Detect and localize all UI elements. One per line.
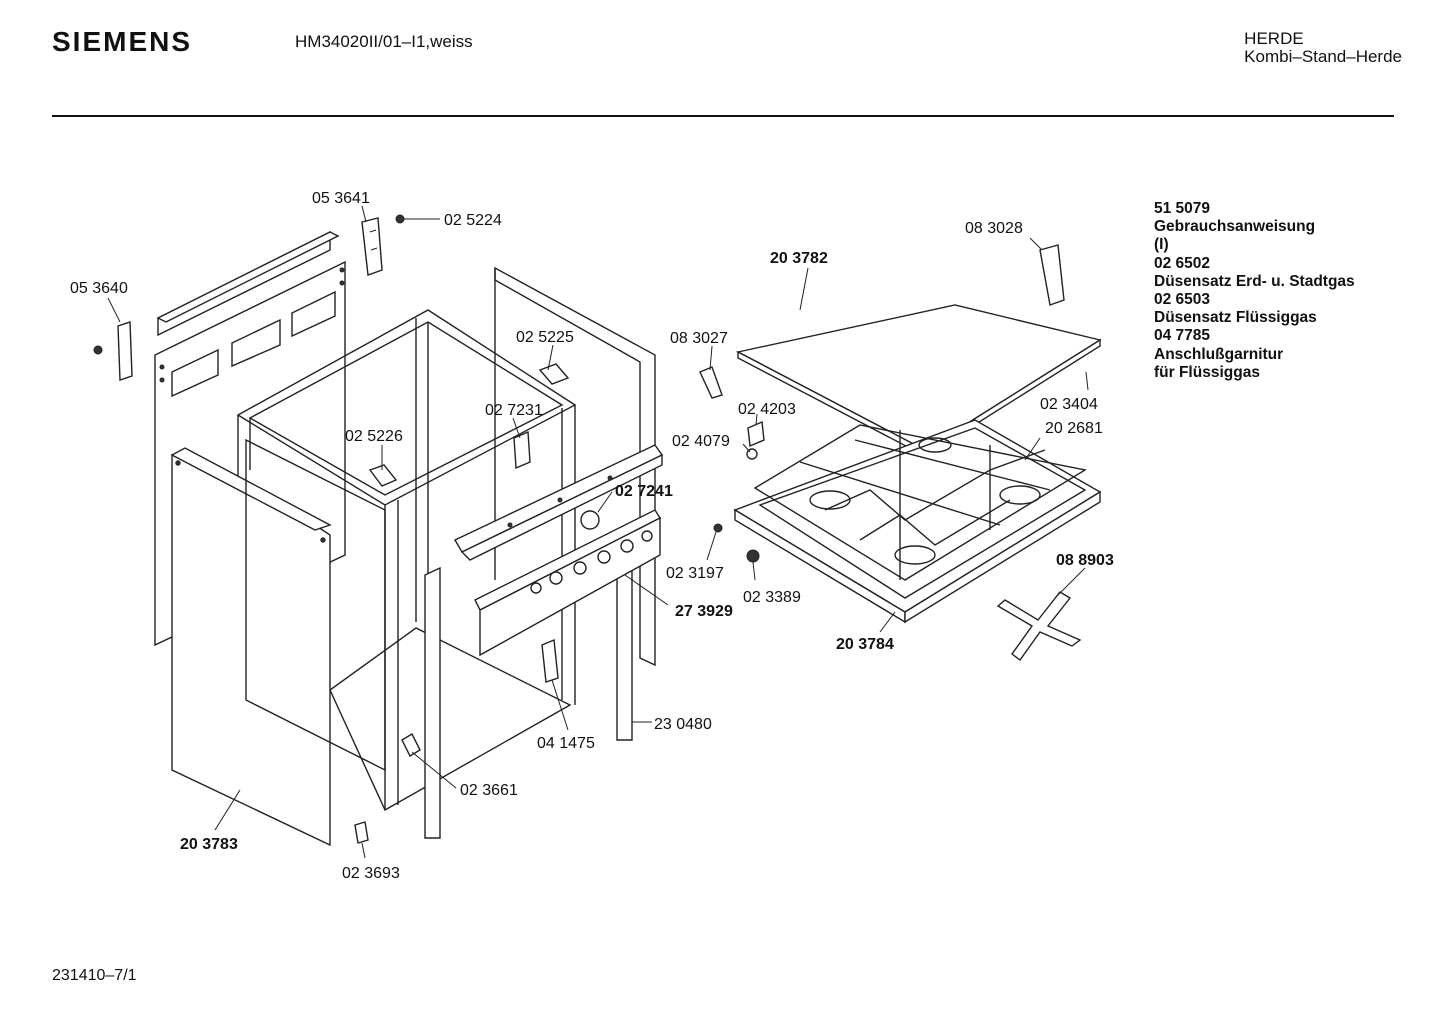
part-label: 02 4079 — [672, 433, 730, 450]
part-label: 05 3641 — [312, 190, 370, 207]
inner-side-frame — [245, 438, 386, 772]
leader-lines — [107, 205, 1089, 859]
front-leg-rail — [424, 546, 633, 839]
hinge-top-right — [361, 214, 405, 276]
part-label: 02 3404 — [1040, 396, 1098, 413]
part-label: 02 5226 — [345, 428, 403, 445]
part-label: 02 3693 — [342, 865, 400, 882]
part-label: 27 3929 — [675, 603, 733, 620]
accessory-line: (I) — [1154, 236, 1169, 254]
document-number: 231410–7/1 — [52, 967, 137, 984]
control-bracket — [454, 444, 664, 561]
accessory-line: 51 5079 — [1154, 200, 1211, 217]
accessory-line: Anschlußgarnitur — [1154, 345, 1284, 363]
accessory-line: für Flüssiggas — [1154, 363, 1260, 381]
accessories-list: 51 5079 Gebrauchsanweisung (I) 02 6502 D… — [1154, 200, 1355, 382]
part-label: 02 3661 — [460, 782, 518, 799]
hinge-top-left — [93, 321, 133, 381]
accessory-line: Gebrauchsanweisung — [1154, 218, 1316, 236]
brand-logo: SIEMENS — [52, 26, 193, 57]
accessory-line: 02 6502 — [1154, 254, 1211, 272]
bottom-hinge — [541, 638, 559, 683]
part-label: 20 2681 — [1045, 420, 1103, 437]
product-category: HERDE Kombi–Stand–Herde — [1244, 30, 1402, 66]
part-label: 02 7241 — [615, 483, 673, 500]
control-panel — [474, 509, 661, 657]
part-label: 02 3389 — [743, 589, 801, 606]
part-label: 08 3027 — [670, 330, 728, 347]
accessory-line: Düsensatz Erd- u. Stadtgas — [1154, 272, 1355, 290]
part-label: 02 4203 — [738, 401, 796, 418]
category-line-1: HERDE — [1244, 29, 1304, 48]
part-label: 05 3640 — [70, 280, 128, 297]
part-labels: 05 3641 02 5224 05 3640 02 5225 02 7231 … — [70, 190, 1114, 882]
part-label: 08 8903 — [1056, 552, 1114, 569]
part-label: 02 5225 — [516, 329, 574, 346]
part-label: 20 3783 — [180, 836, 238, 853]
part-label: 02 5224 — [444, 212, 502, 229]
star-pan-support — [996, 591, 1082, 661]
part-label: 02 7231 — [485, 402, 543, 419]
lid-hinge — [1039, 244, 1065, 306]
part-label: 02 3197 — [666, 565, 724, 582]
pan-support-grid — [753, 424, 1087, 581]
accessory-line: 02 6503 — [1154, 291, 1211, 309]
category-line-2: Kombi–Stand–Herde — [1244, 47, 1402, 66]
door-clips — [368, 363, 765, 563]
header-divider — [52, 115, 1394, 117]
bottom-clip — [401, 733, 421, 757]
part-label: 08 3028 — [965, 220, 1023, 237]
left-door-panel — [170, 447, 332, 847]
accessory-line: Düsensatz Flüssiggas — [1154, 309, 1317, 327]
part-label: 23 0480 — [654, 716, 712, 733]
model-number: HM34020II/01–I1,weiss — [295, 32, 473, 51]
part-label: 04 1475 — [537, 735, 595, 752]
accessory-line: 04 7785 — [1154, 327, 1211, 345]
foot — [354, 821, 369, 844]
part-label: 20 3782 — [770, 250, 828, 267]
part-label: 20 3784 — [836, 636, 894, 653]
hob-tray — [733, 419, 1102, 624]
